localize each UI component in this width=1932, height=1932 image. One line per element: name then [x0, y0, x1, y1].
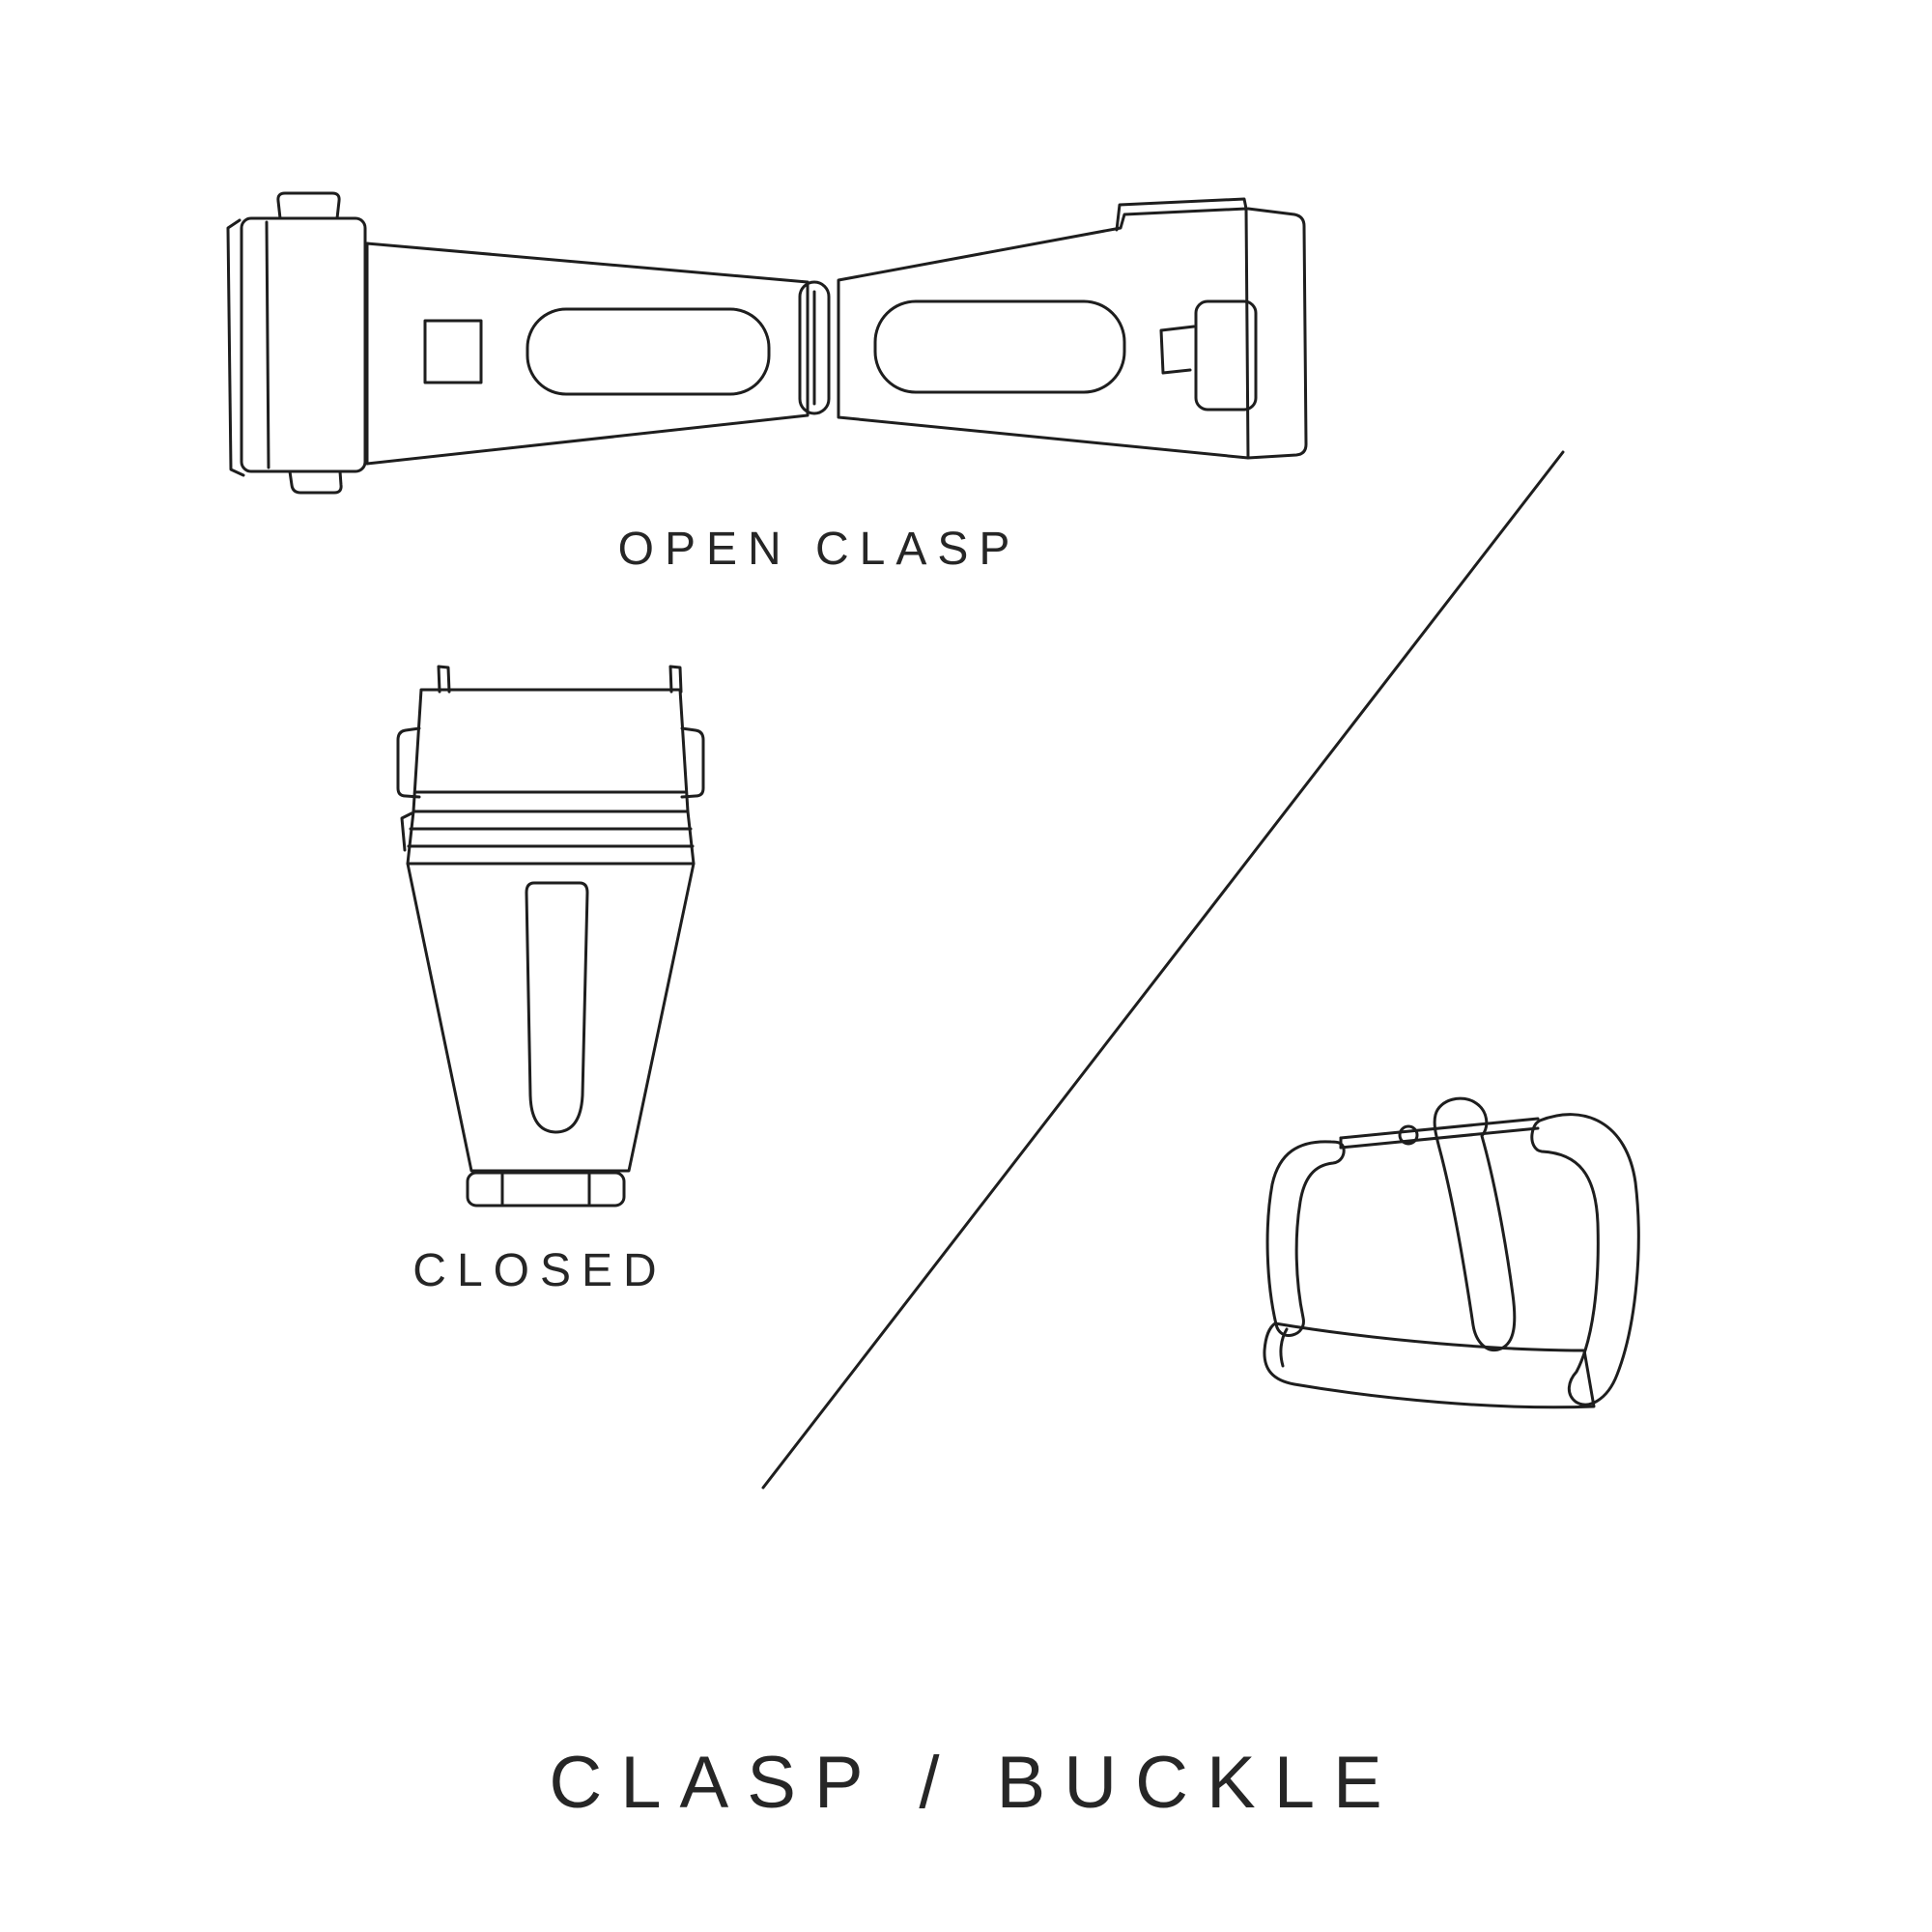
closed-clasp-hinge-band: [400, 810, 696, 866]
closed-clasp-bottom-bar: [466, 1171, 626, 1208]
closed-clasp-prong-left: [437, 665, 451, 694]
closed-clasp-ear-left: [396, 726, 421, 799]
buckle-bottom-bar: [1263, 1321, 1596, 1409]
closed-clasp-body: [406, 862, 696, 1173]
open-clasp-right-blade: [837, 197, 1308, 460]
closed-clasp-ear-right: [680, 726, 705, 799]
open-clasp-left-link: [226, 191, 367, 495]
open-clasp-hinge: [798, 280, 831, 415]
buckle-spring-bar: [1339, 1117, 1540, 1150]
diagonal-divider-line: [761, 450, 1565, 1490]
buckle-right-band: [1530, 1113, 1640, 1406]
buckle-tang: [1433, 1096, 1517, 1351]
open-clasp-label: OPEN CLASP: [617, 524, 1021, 575]
buckle-left-band: [1265, 1140, 1346, 1337]
diagram-title: CLASP / BUCKLE: [549, 1742, 1401, 1824]
open-clasp-illustration: [226, 191, 1308, 495]
tang-buckle-illustration: [1263, 1096, 1640, 1409]
closed-label: CLOSED: [412, 1245, 668, 1296]
closed-clasp-prong-right: [668, 665, 683, 694]
closed-clasp-illustration: [396, 665, 705, 1208]
open-clasp-left-blade: [365, 242, 810, 466]
closed-clasp-top-block: [412, 688, 690, 813]
